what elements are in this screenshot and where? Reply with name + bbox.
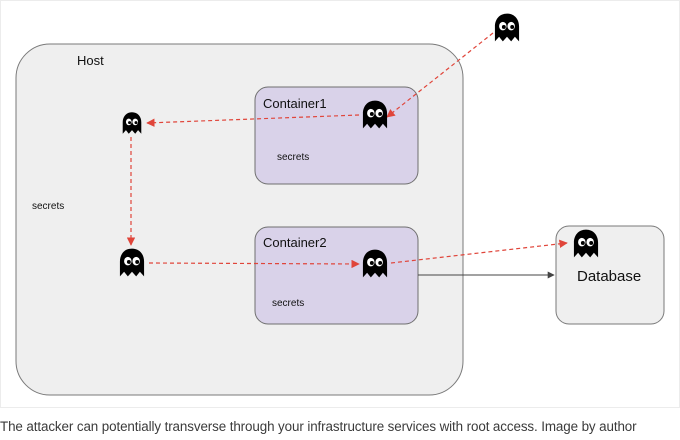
- attack-arrow-outside-to-container1: [386, 32, 494, 118]
- container1-secrets-label: secrets: [277, 152, 310, 163]
- image-caption: The attacker can potentially transverse …: [0, 419, 637, 434]
- host-secrets-label: secrets: [32, 201, 65, 212]
- container1-label: Container1: [263, 96, 327, 111]
- container2-label: Container2: [263, 235, 327, 250]
- attack-arrow-container2-to-database: [390, 239, 568, 264]
- ghost-icon: [494, 13, 520, 42]
- attack-arrow-container1-to-host: [146, 114, 360, 127]
- diagram: Host secrets Container1 secrets Containe…: [0, 0, 680, 408]
- diagram-canvas: [15, 13, 665, 396]
- container2-secrets-label: secrets: [272, 298, 305, 309]
- host-label: Host: [77, 53, 104, 68]
- database-label: Database: [577, 268, 642, 285]
- attack-arrow-host-to-container2: [148, 259, 360, 269]
